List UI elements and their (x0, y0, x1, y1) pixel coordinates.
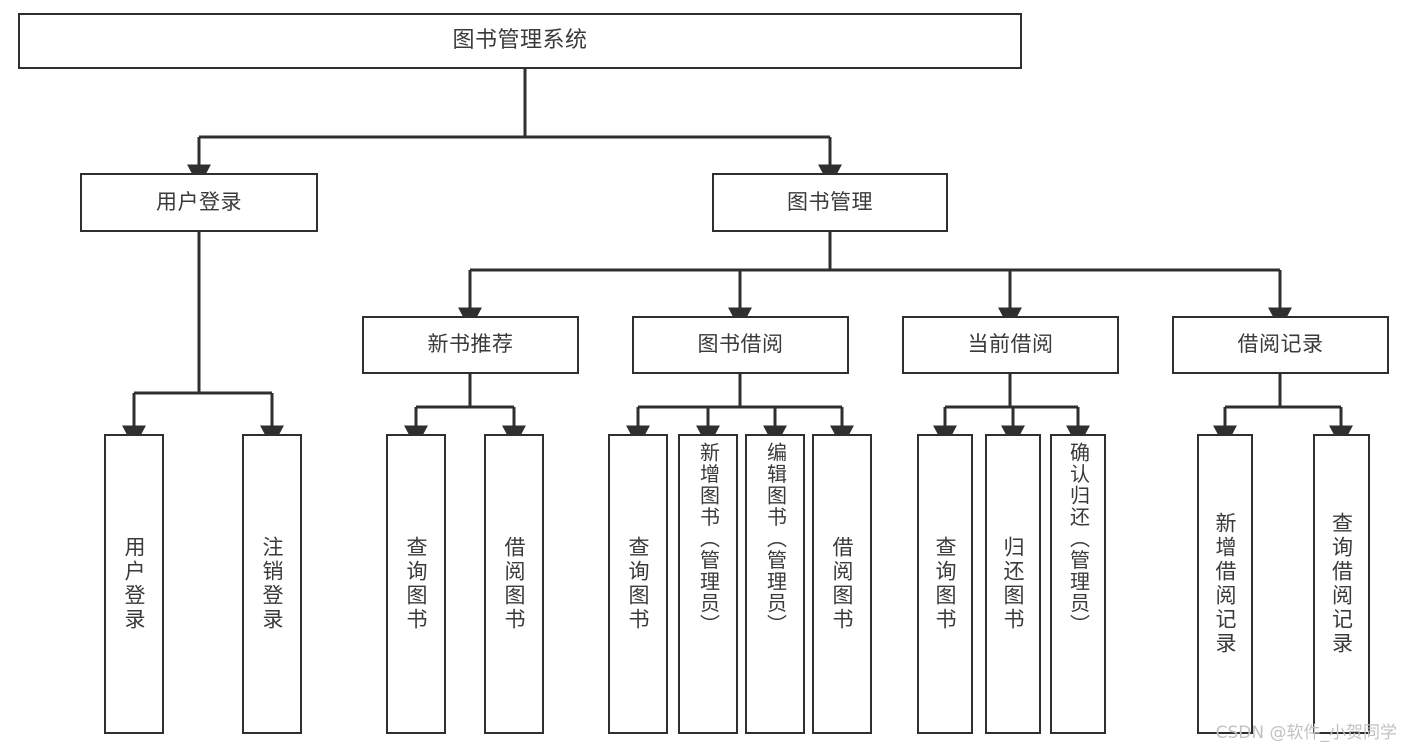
node-root[interactable]: 图书管理系统 (18, 13, 1022, 69)
node-leaf-add-record-label: 新增借阅记录 (1213, 512, 1238, 656)
node-book-borrow-label: 图书借阅 (697, 332, 784, 357)
node-leaf-return-book-label: 归还图书 (1001, 536, 1026, 632)
node-leaf-query-book-1-label: 查询图书 (404, 536, 429, 632)
node-leaf-confirm-return[interactable]: 确认归还（管理员） (1050, 434, 1106, 734)
node-current-borrow-label: 当前借阅 (967, 332, 1054, 357)
node-new-book-rec[interactable]: 新书推荐 (362, 316, 579, 374)
node-leaf-return-book[interactable]: 归还图书 (985, 434, 1041, 734)
node-leaf-query-record-label: 查询借阅记录 (1329, 512, 1354, 656)
edge-paths (122, 69, 1353, 448)
node-leaf-query-book-1[interactable]: 查询图书 (386, 434, 446, 734)
node-leaf-borrow-book-1-label: 借阅图书 (502, 536, 527, 632)
node-leaf-borrow-book-2[interactable]: 借阅图书 (812, 434, 872, 734)
node-root-label: 图书管理系统 (452, 27, 588, 53)
node-leaf-user-login-label: 用户登录 (122, 536, 147, 632)
node-book-manage[interactable]: 图书管理 (712, 173, 948, 232)
node-leaf-logout[interactable]: 注销登录 (242, 434, 302, 734)
node-book-borrow[interactable]: 图书借阅 (632, 316, 849, 374)
node-leaf-borrow-book-1[interactable]: 借阅图书 (484, 434, 544, 734)
node-leaf-query-book-3-label: 查询图书 (933, 536, 958, 632)
node-leaf-edit-book[interactable]: 编辑图书（管理员） (745, 434, 805, 734)
node-leaf-query-book-3[interactable]: 查询图书 (917, 434, 973, 734)
node-leaf-query-book-2-label: 查询图书 (626, 536, 651, 632)
node-leaf-logout-label: 注销登录 (260, 536, 285, 632)
node-leaf-confirm-return-label: 确认归还（管理员） (1066, 442, 1091, 636)
node-leaf-query-book-2[interactable]: 查询图书 (608, 434, 668, 734)
node-current-borrow[interactable]: 当前借阅 (902, 316, 1119, 374)
node-leaf-add-book[interactable]: 新增图书（管理员） (678, 434, 738, 734)
node-leaf-borrow-book-2-label: 借阅图书 (830, 536, 855, 632)
node-book-manage-label: 图书管理 (787, 189, 873, 214)
node-leaf-user-login[interactable]: 用户登录 (104, 434, 164, 734)
node-borrow-record-label: 借阅记录 (1237, 332, 1324, 357)
node-user-login-label: 用户登录 (156, 189, 242, 214)
node-new-book-rec-label: 新书推荐 (427, 332, 514, 357)
node-leaf-edit-book-label: 编辑图书（管理员） (763, 442, 788, 636)
node-leaf-query-record[interactable]: 查询借阅记录 (1313, 434, 1370, 734)
watermark: CSDN @软件_小贺同学 (1215, 723, 1397, 743)
node-leaf-add-record[interactable]: 新增借阅记录 (1197, 434, 1253, 734)
node-leaf-add-book-label: 新增图书（管理员） (696, 442, 721, 636)
node-user-login[interactable]: 用户登录 (80, 173, 318, 232)
node-borrow-record[interactable]: 借阅记录 (1172, 316, 1389, 374)
